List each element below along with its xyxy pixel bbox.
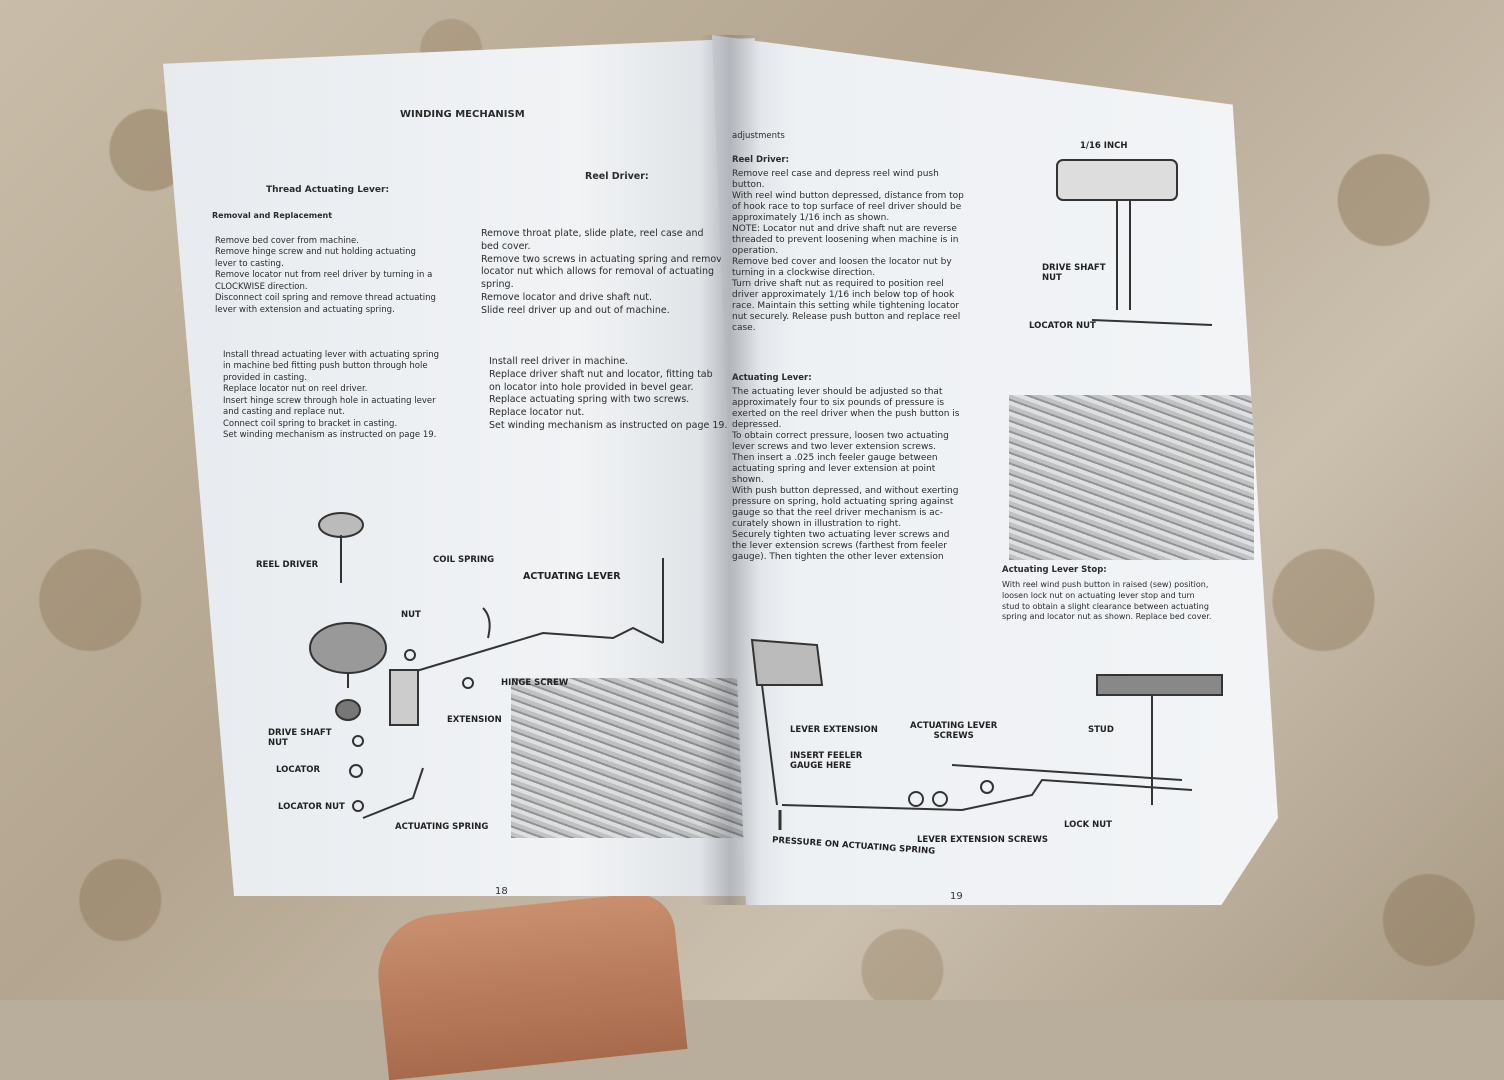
page-number-left: 18: [495, 886, 508, 896]
label-coil-spring: COIL SPRING: [433, 555, 495, 565]
thread-actuating-lever-heading: Thread Actuating Lever:: [266, 185, 390, 195]
actuating-lever-heading: Actuating Lever:: [732, 373, 812, 383]
thread-lever-install-text: Install thread actuating lever with actu…: [223, 350, 440, 441]
book-gutter: [700, 35, 760, 905]
actuating-lever-stop-heading: Actuating Lever Stop:: [1002, 565, 1107, 575]
label-actuating-lever-screws: ACTUATING LEVER SCREWS: [910, 721, 998, 741]
section-label: adjustments: [732, 131, 785, 142]
actuating-lever-text: The actuating lever should be adjusted s…: [732, 387, 960, 562]
label-extension: EXTENSION: [447, 715, 502, 725]
label-actuating-spring: ACTUATING SPRING: [395, 822, 489, 832]
label-locator: LOCATOR: [276, 765, 321, 775]
manual-page-left: WINDING MECHANISM Thread Actuating Lever…: [163, 38, 755, 896]
label-actuating-lever: ACTUATING LEVER: [523, 571, 621, 582]
exploded-parts-diagram: [309, 512, 664, 819]
mechanism-photo-right: [1009, 395, 1254, 560]
label-insert-feeler-gauge: INSERT FEELER GAUGE HERE: [790, 751, 863, 771]
mechanism-photo: [511, 678, 751, 838]
label-hinge-screw: HINGE SCREW: [501, 678, 569, 688]
reel-driver-install-text: Install reel driver in machine. Replace …: [489, 356, 727, 432]
holding-hand: [372, 889, 688, 1080]
adjustment-diagrams: [750, 159, 1223, 830]
label-lock-nut: LOCK NUT: [1064, 820, 1112, 830]
label-stud: STUD: [1088, 725, 1114, 735]
reel-driver-adjust-heading: Reel Driver:: [732, 155, 790, 165]
manual-page-right: adjustments Reel Driver: Remove reel cas…: [712, 35, 1278, 905]
label-locator-nut-right: LOCATOR NUT: [1029, 321, 1096, 331]
reel-driver-heading: Reel Driver:: [585, 171, 649, 182]
label-sixteenth-inch: 1/16 INCH: [1080, 141, 1128, 151]
label-nut: NUT: [401, 610, 421, 620]
reel-driver-removal-text: Remove throat plate, slide plate, reel c…: [481, 228, 728, 316]
page-number-right: 19: [950, 891, 963, 902]
label-lever-extension: LEVER EXTENSION: [790, 725, 878, 735]
label-drive-shaft-nut-right: DRIVE SHAFT NUT: [1042, 263, 1106, 283]
thread-lever-removal-text: Remove bed cover from machine. Remove hi…: [215, 236, 436, 315]
reel-driver-adjust-text: Remove reel case and depress reel wind p…: [732, 169, 964, 333]
label-drive-shaft-nut: DRIVE SHAFT NUT: [268, 728, 332, 748]
label-lever-extension-screws: LEVER EXTENSION SCREWS: [917, 835, 1048, 845]
page-title: WINDING MECHANISM: [400, 109, 525, 120]
removal-replacement-subheading: Removal and Replacement: [212, 211, 333, 220]
label-locator-nut: LOCATOR NUT: [278, 802, 345, 812]
label-reel-driver: REEL DRIVER: [256, 560, 319, 570]
actuating-lever-stop-text: With reel wind push button in raised (se…: [1002, 580, 1212, 622]
